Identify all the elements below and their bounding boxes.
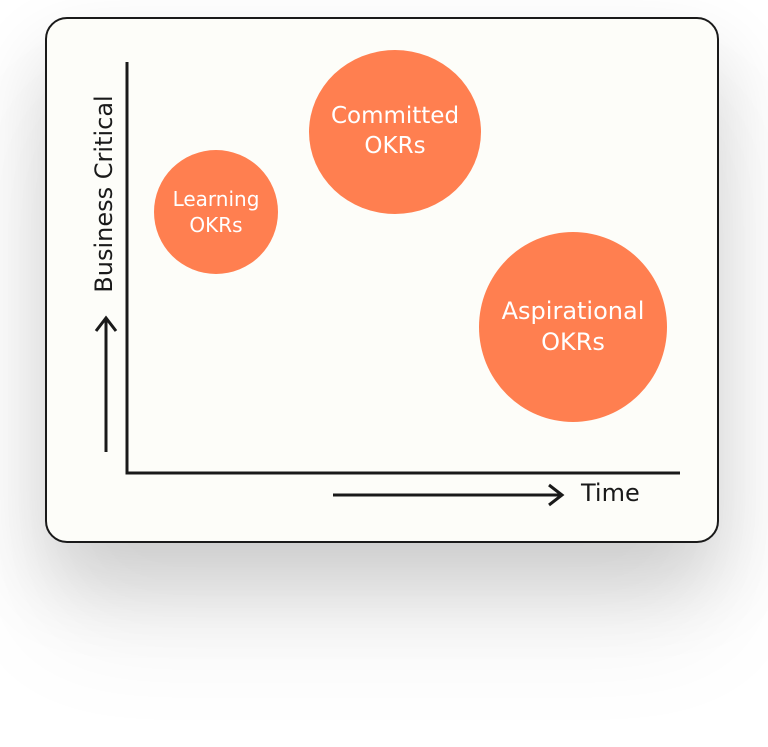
bubble-label-line1: Committed xyxy=(330,103,460,130)
bubble-label-line1: Aspirational xyxy=(501,296,645,325)
bubble-label-line2: OKRs xyxy=(364,133,426,159)
bubble-label-line2: OKRs xyxy=(541,328,605,356)
x-axis-label: Time xyxy=(581,479,640,507)
aspirational-okrs-bubble: Aspirational OKRs xyxy=(479,232,667,422)
learning-okrs-bubble: Learning OKRs xyxy=(154,150,278,274)
y-axis-label: Business Critical xyxy=(90,95,118,293)
up-arrow-icon xyxy=(94,315,118,452)
bubble-label-line1: Learning xyxy=(172,187,260,211)
bubble-label-line2: OKRs xyxy=(189,213,243,237)
right-arrow-icon xyxy=(333,483,565,507)
committed-okrs-bubble: Committed OKRs xyxy=(309,50,481,214)
